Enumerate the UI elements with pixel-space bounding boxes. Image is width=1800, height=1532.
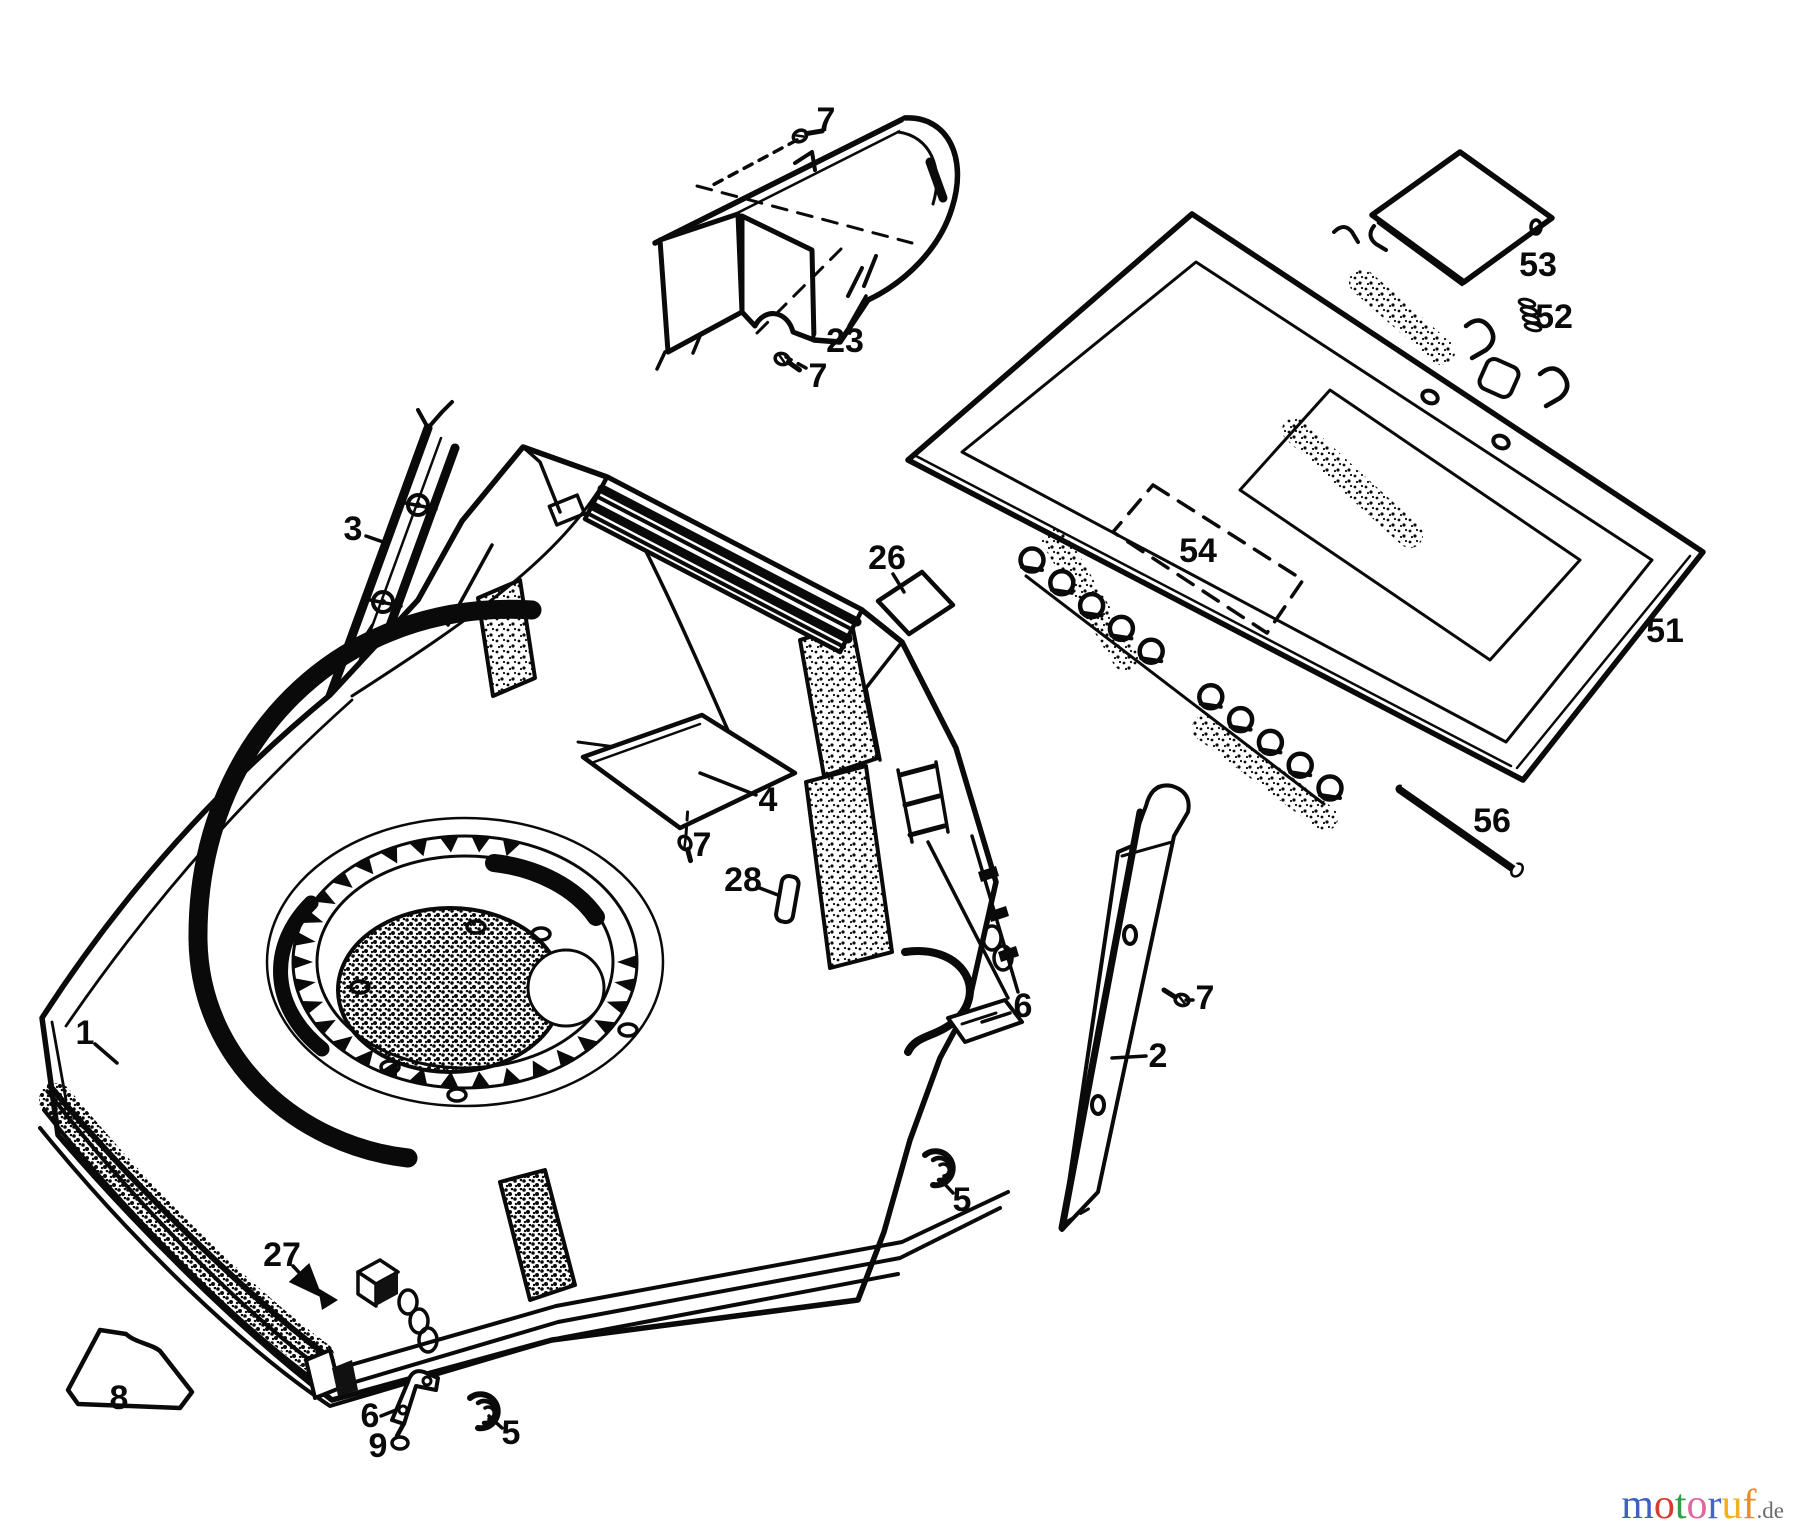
part-callout-56: 56 xyxy=(1473,802,1511,840)
leader-line-28 xyxy=(755,885,780,897)
watermark-letter-0: m xyxy=(1621,1482,1654,1528)
leader-line-4 xyxy=(698,771,758,797)
screw-icon-7-lower xyxy=(773,351,802,373)
leader-line-5b xyxy=(487,1414,504,1430)
part-callout-5b: 5 xyxy=(502,1414,521,1452)
watermark-letter-5: u xyxy=(1721,1482,1743,1528)
rail-clip-icon xyxy=(398,493,438,517)
watermark-suffix: .de xyxy=(1756,1498,1784,1523)
leader-line-5a xyxy=(939,1178,955,1195)
leader-line-26 xyxy=(891,572,906,594)
leader-line-6a xyxy=(980,1011,1012,1024)
part-callout-3: 3 xyxy=(344,510,363,548)
part-callout-27: 27 xyxy=(263,1236,301,1274)
part-callout-4: 4 xyxy=(759,781,778,819)
leader-line-7b xyxy=(784,355,808,370)
part-callout-54: 54 xyxy=(1179,532,1217,570)
screw-icon-7-right xyxy=(1161,987,1191,1008)
watermark-brand: motoruf xyxy=(1621,1482,1756,1528)
part-callout-23: 23 xyxy=(826,322,864,360)
part-callout-6a: 6 xyxy=(1014,987,1033,1025)
watermark-letter-4: r xyxy=(1707,1482,1722,1528)
part-callout-6b: 6 xyxy=(361,1397,380,1435)
part-callout-52: 52 xyxy=(1535,298,1573,336)
bolt-holes xyxy=(349,919,639,1103)
pad-part-28 xyxy=(774,874,801,925)
rear-cover-panel-51 xyxy=(905,211,1706,831)
watermark-letter-6: f xyxy=(1742,1482,1757,1528)
part-callout-7b: 7 xyxy=(809,357,828,395)
rear-cover-assembly xyxy=(905,149,1706,878)
part-callout-9: 9 xyxy=(369,1427,388,1465)
side-rail-part-3 xyxy=(308,400,460,743)
bushing-icon-5-right xyxy=(922,1148,956,1189)
hinge-curl-row xyxy=(1018,546,1344,806)
screw-icon-9 xyxy=(390,1422,410,1451)
part-callout-7d: 7 xyxy=(1196,979,1215,1017)
watermark-motoruf: motoruf.de xyxy=(1621,1484,1784,1526)
fan-scroll-arc xyxy=(188,599,542,1168)
latch-part-27 xyxy=(356,1258,439,1354)
hinge-rod-56 xyxy=(1395,784,1524,878)
watermark-letter-1: o xyxy=(1653,1482,1675,1528)
leader-line-6b xyxy=(379,1408,398,1418)
part-callout-5a: 5 xyxy=(953,1181,972,1219)
watermark-letter-3: o xyxy=(1686,1482,1708,1528)
part-callout-51: 51 xyxy=(1646,612,1684,650)
watermark-letter-2: t xyxy=(1674,1482,1687,1528)
bushing-icon-5-bottom xyxy=(467,1391,501,1432)
louver-vents xyxy=(582,474,865,655)
part-callout-7a: 7 xyxy=(817,101,836,139)
mower-deck-housing-part-1 xyxy=(38,444,1020,1408)
toothed-ring xyxy=(293,836,637,1088)
leader-line-1 xyxy=(93,1042,119,1065)
part-callout-1: 1 xyxy=(76,1014,95,1052)
part-callout-2: 2 xyxy=(1149,1037,1168,1075)
deflector-strip-part-2 xyxy=(1058,783,1191,1232)
part-callout-53: 53 xyxy=(1519,246,1557,284)
belt-cover-part-23 xyxy=(652,115,961,373)
screw-icon-7-top xyxy=(791,128,825,144)
cover-flap-part-4 xyxy=(580,712,798,831)
screw-icon-7-flap xyxy=(677,834,694,864)
bracket-part-6-bottom xyxy=(390,1369,440,1426)
blade-strip-part-8 xyxy=(65,1327,195,1411)
part-callout-8: 8 xyxy=(110,1379,129,1417)
leader-line-2 xyxy=(1110,1054,1148,1060)
leader-line-7a xyxy=(709,138,799,188)
leader-line-23 xyxy=(847,294,868,328)
leader-line-3 xyxy=(364,534,388,545)
part-callout-28: 28 xyxy=(724,861,762,899)
leader-line-27 xyxy=(288,1262,323,1299)
part-callout-26: 26 xyxy=(868,539,906,577)
part-callout-7c: 7 xyxy=(693,826,712,864)
sticker-part-26 xyxy=(875,569,956,637)
spring-icon-52 xyxy=(1517,297,1543,333)
cover-lid-53 xyxy=(1368,149,1555,287)
